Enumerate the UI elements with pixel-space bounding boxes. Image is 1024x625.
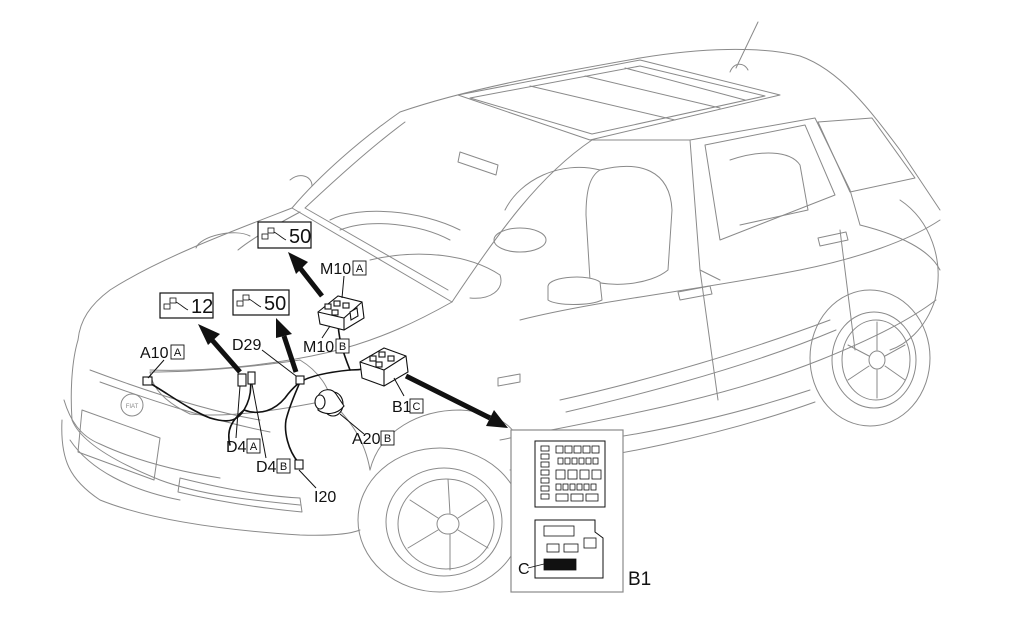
label-i20: I20 xyxy=(314,489,336,506)
label-code: M10 xyxy=(320,261,351,278)
b1-inset-top-view xyxy=(534,440,606,508)
label-a20b: A20 B xyxy=(352,430,395,448)
label-badge: B xyxy=(339,341,346,353)
pointer-arrows xyxy=(198,252,508,428)
label-code: D29 xyxy=(232,337,261,354)
label-d4b: D4 B xyxy=(256,458,291,476)
connector-ref-box-50-middle[interactable]: 50 xyxy=(232,289,290,316)
b1-inset-bottom-view xyxy=(527,519,604,579)
connector-ref-number: 50 xyxy=(289,226,311,248)
label-badge: A xyxy=(356,263,364,275)
arrow-to-ref-50-middle xyxy=(276,318,299,373)
connector-plug-icon xyxy=(236,294,262,308)
label-badge: C xyxy=(413,401,421,413)
connector-ref-number: 50 xyxy=(264,293,286,315)
i20-sensor[interactable] xyxy=(294,459,304,470)
b1-inset-title: B1 xyxy=(628,569,651,590)
connector-plug-icon xyxy=(163,297,189,311)
b1-connector-c[interactable] xyxy=(543,558,577,571)
front-wheel xyxy=(357,447,523,593)
label-code: B1 xyxy=(392,399,412,416)
label-code: I20 xyxy=(314,489,336,506)
b1-relay-box[interactable] xyxy=(359,347,409,387)
a10-connector[interactable] xyxy=(142,376,153,386)
rear-wheel xyxy=(809,289,931,427)
connector-ref-number: 12 xyxy=(191,296,213,318)
label-badge: B xyxy=(384,433,391,445)
d4-connector[interactable] xyxy=(237,371,256,387)
connector-ref-box-50-top[interactable]: 50 xyxy=(257,221,312,249)
label-code: D4 xyxy=(226,439,247,456)
label-d29: D29 xyxy=(232,337,261,354)
d29-connector[interactable] xyxy=(295,375,305,385)
label-badge: A xyxy=(250,441,258,453)
brand-badge-text: FIAT xyxy=(126,404,139,410)
label-m10b: M10 B xyxy=(303,338,350,356)
arrow-to-b1-inset xyxy=(404,373,508,428)
m10-fuse-box[interactable] xyxy=(317,295,365,331)
label-badge: A xyxy=(174,347,182,359)
label-d4a: D4 A xyxy=(226,438,261,456)
label-b1c: B1 C xyxy=(392,398,424,416)
label-code: M10 xyxy=(303,339,334,356)
a20-horn[interactable] xyxy=(314,389,345,417)
label-code: A10 xyxy=(140,345,169,362)
arrow-to-ref-12 xyxy=(198,324,242,374)
b1-inset-panel[interactable]: C xyxy=(510,429,624,593)
car-body: FIAT xyxy=(61,21,941,593)
connector-ref-box-12[interactable]: 12 xyxy=(159,292,214,319)
label-code: A20 xyxy=(352,431,381,448)
label-code: D4 xyxy=(256,459,277,476)
leader-lines xyxy=(147,275,405,489)
label-badge: B xyxy=(280,461,287,473)
components xyxy=(142,295,409,470)
b1-connector-c-label: C xyxy=(518,561,530,578)
label-a10a: A10 A xyxy=(140,344,185,362)
connector-plug-icon xyxy=(261,227,287,241)
label-m10a: M10 A xyxy=(320,260,367,278)
arrow-to-ref-50-top xyxy=(288,252,324,298)
